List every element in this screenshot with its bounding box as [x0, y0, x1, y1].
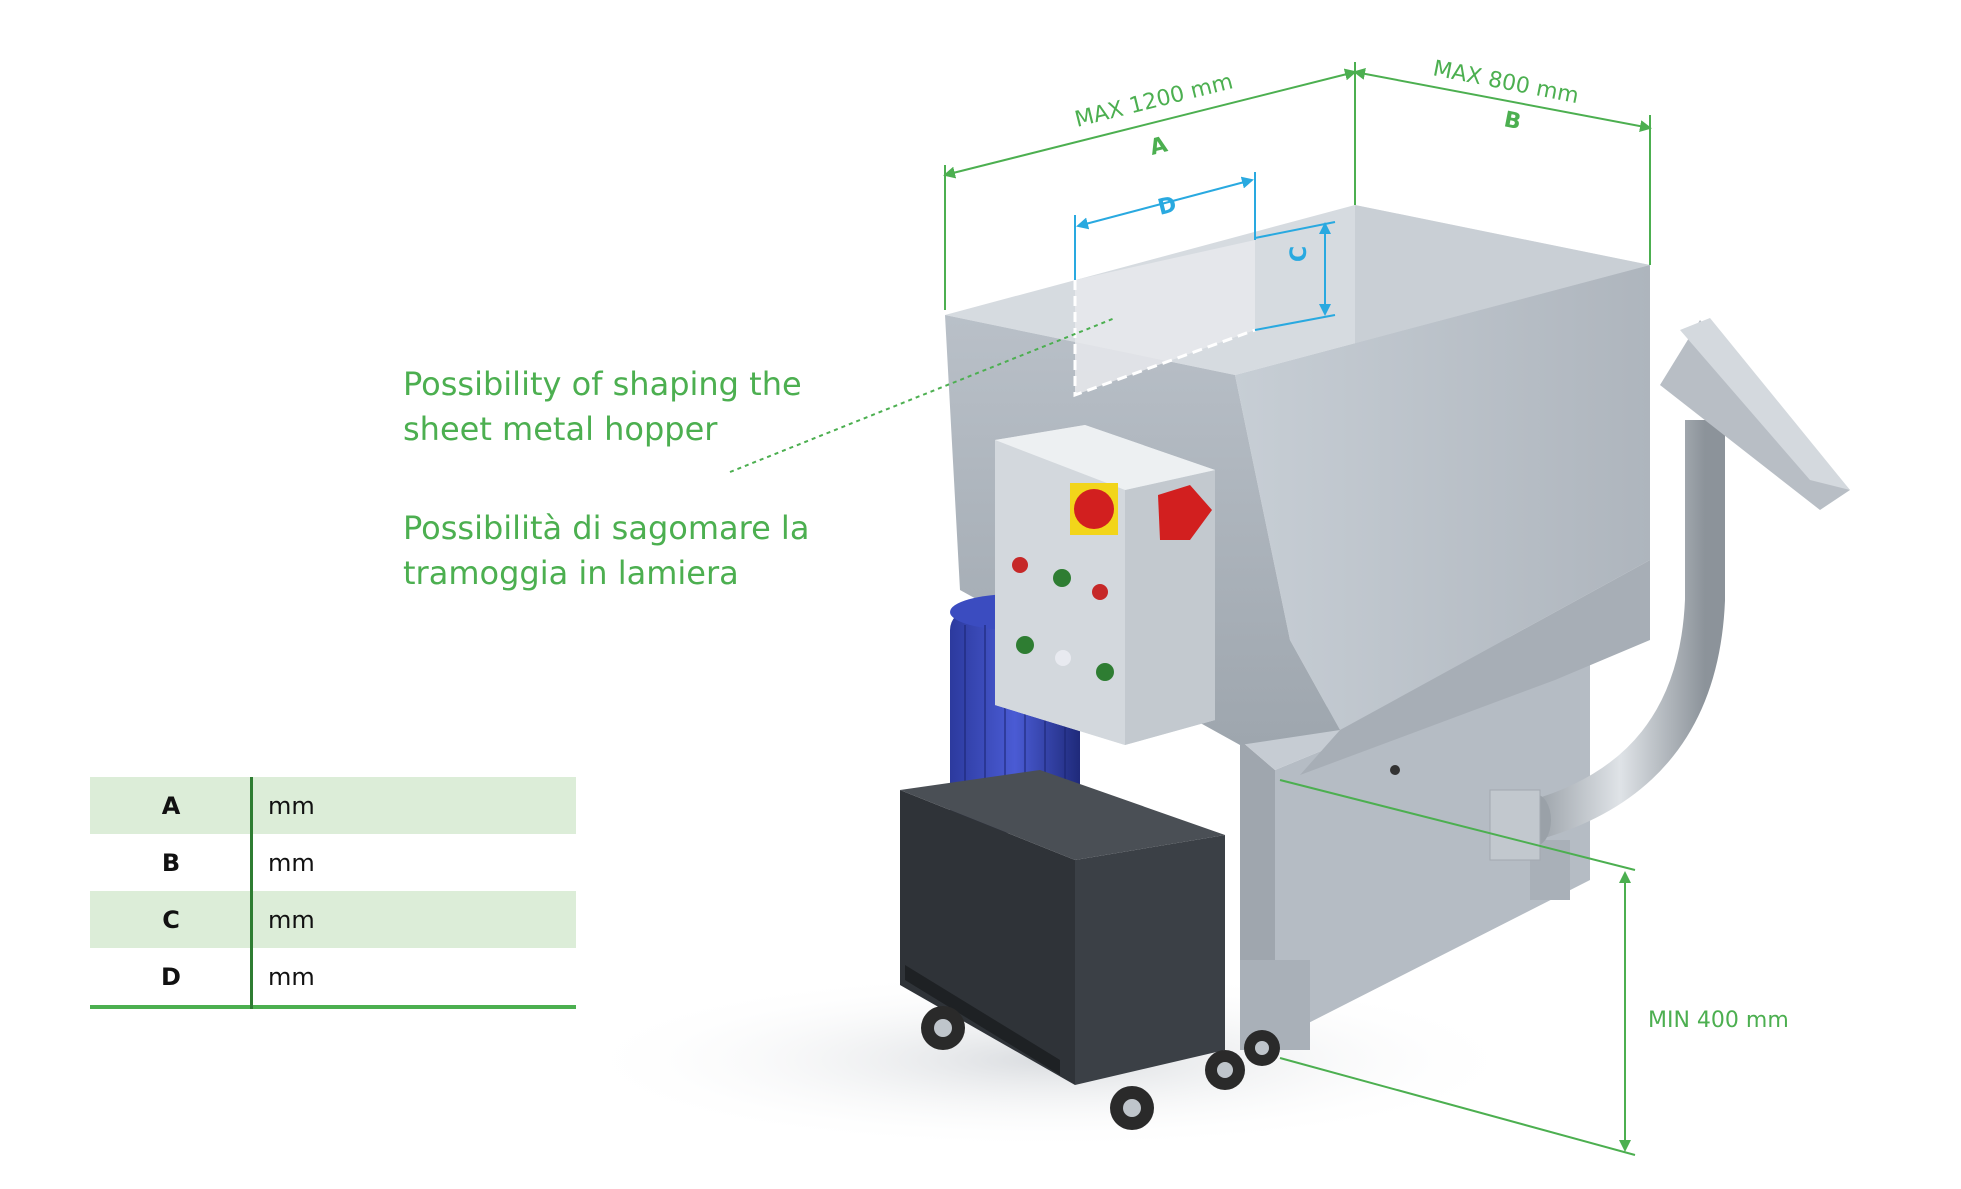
row-key: D: [161, 962, 181, 991]
row-key: A: [161, 791, 181, 820]
dimension-c-letter: C: [1287, 246, 1312, 262]
dimension-height: [1279, 779, 1636, 1156]
table-row: A mm: [90, 777, 576, 834]
row-unit: mm: [268, 905, 315, 934]
dimension-b: [1353, 67, 1652, 265]
dimension-a-letter: A: [1147, 132, 1170, 160]
caster-wheels: [921, 1006, 1280, 1130]
table-row: B mm: [90, 834, 576, 891]
dimensions-table: A mm B mm C mm D mm: [90, 777, 576, 1009]
annotation-english-line2: sheet metal hopper: [403, 410, 718, 448]
annotation-leader-line: [729, 317, 1116, 473]
row-unit: mm: [268, 848, 315, 877]
annotation-english-line1: Possibility of shaping the: [403, 365, 802, 403]
dimension-d: [1074, 172, 1256, 280]
control-panel: [995, 425, 1215, 745]
motor-cabinet: [900, 770, 1225, 1085]
discharge-pipe: [1489, 318, 1850, 861]
dimension-c: [1254, 221, 1336, 331]
dimension-d-letter: D: [1155, 192, 1179, 221]
row-unit: mm: [268, 791, 315, 820]
row-key: C: [162, 905, 180, 934]
dimension-height-label: MIN 400 mm: [1648, 1008, 1789, 1033]
table-row: D mm: [90, 948, 576, 1005]
row-key: B: [161, 848, 181, 877]
annotation-italian-line1: Possibilità di sagomare la: [403, 509, 810, 547]
annotation-english: Possibility of shaping the sheet metal h…: [403, 362, 802, 452]
annotation-italian-line2: tramoggia in lamiera: [403, 554, 739, 592]
table-row: C mm: [90, 891, 576, 948]
annotation-italian: Possibilità di sagomare la tramoggia in …: [403, 506, 809, 596]
dimension-b-letter: B: [1502, 107, 1523, 135]
table-divider: [250, 777, 253, 1009]
row-unit: mm: [268, 962, 315, 991]
